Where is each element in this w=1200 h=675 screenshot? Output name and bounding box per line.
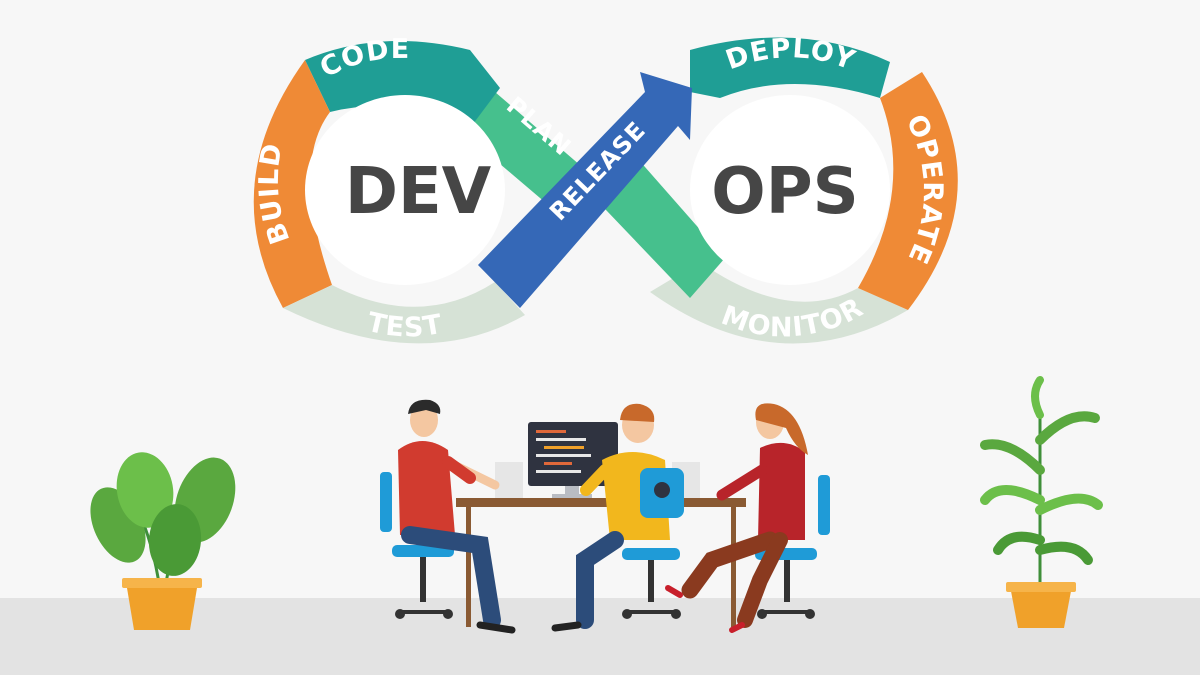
person-yellow-shirt bbox=[551, 403, 684, 632]
release-arrow bbox=[478, 72, 692, 308]
desk-top bbox=[456, 498, 746, 507]
pot-left bbox=[126, 582, 198, 630]
infinity-loop bbox=[253, 37, 958, 344]
build-segment bbox=[253, 60, 332, 308]
team-at-desk bbox=[380, 399, 830, 634]
operate-segment bbox=[858, 72, 958, 310]
dev-label: DEV bbox=[345, 155, 492, 229]
man-red-shirt bbox=[380, 399, 516, 634]
laptop-left bbox=[495, 462, 523, 498]
floor bbox=[0, 598, 1200, 675]
ops-label: OPS bbox=[711, 155, 858, 229]
pot-right bbox=[1010, 586, 1072, 628]
test-segment bbox=[283, 282, 525, 344]
deploy-segment bbox=[690, 37, 890, 98]
woman-red-jacket bbox=[665, 403, 830, 633]
monstera-plant bbox=[90, 452, 236, 630]
monitor-segment bbox=[650, 262, 908, 344]
palm-plant bbox=[980, 376, 1103, 628]
